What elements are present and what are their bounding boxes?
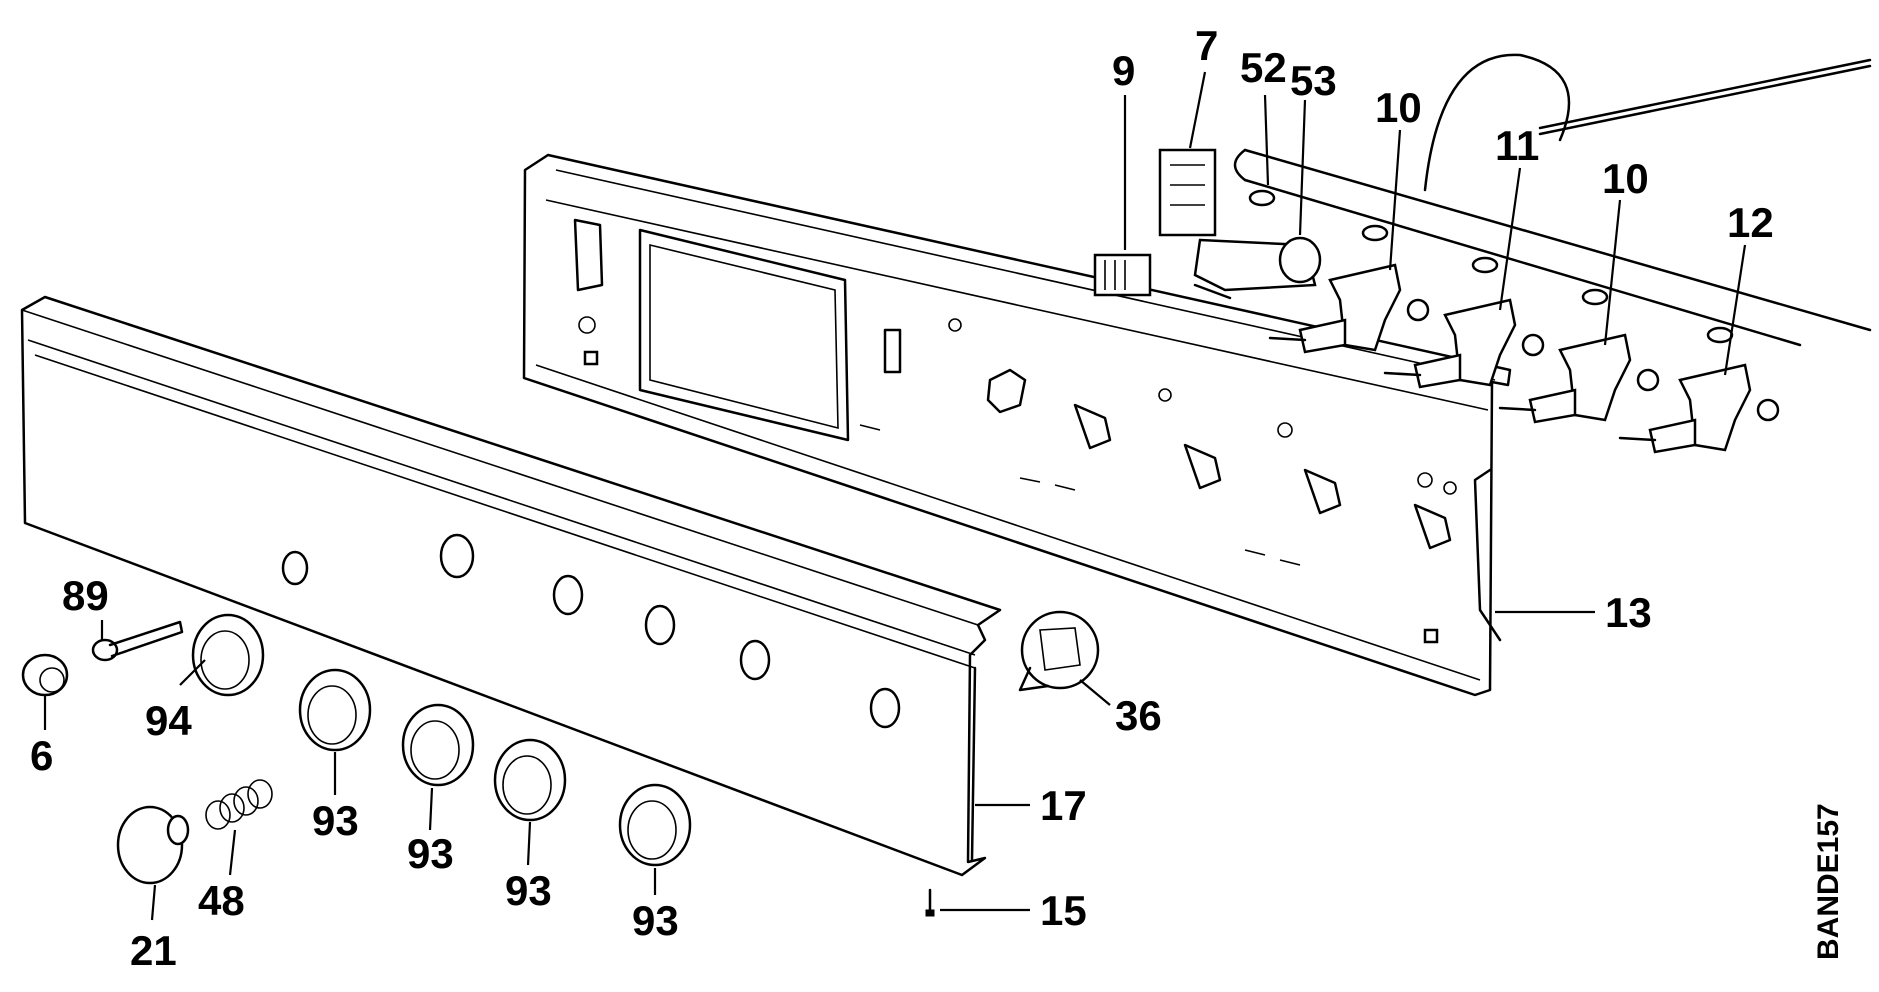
label-36: 36 xyxy=(1115,692,1162,739)
label-13: 13 xyxy=(1605,589,1652,636)
label-17: 17 xyxy=(1040,782,1087,829)
thermocouple-wire xyxy=(1423,53,1872,192)
label-94: 94 xyxy=(145,697,192,744)
gas-tap-10-right xyxy=(1498,333,1660,424)
gas-tap-12 xyxy=(1618,363,1780,454)
label-10-right: 10 xyxy=(1602,155,1649,202)
ignition-unit-52-53 xyxy=(1193,236,1322,300)
gas-tap-11 xyxy=(1383,298,1545,389)
bezel-93-d xyxy=(618,783,692,867)
screw-15 xyxy=(925,888,935,917)
gas-tap-10-left xyxy=(1268,263,1430,354)
label-9: 9 xyxy=(1112,47,1135,94)
label-89: 89 xyxy=(62,572,109,619)
rear-bracket-13 xyxy=(522,153,1512,697)
knob-6 xyxy=(21,653,69,697)
leader-lines xyxy=(43,71,1747,921)
label-53: 53 xyxy=(1290,57,1337,104)
label-48: 48 xyxy=(198,877,245,924)
label-93-d: 93 xyxy=(632,897,679,944)
bezel-93-c xyxy=(493,738,567,822)
bracket-36 xyxy=(1018,610,1100,692)
label-11: 11 xyxy=(1495,122,1539,169)
knob-21 xyxy=(116,805,190,885)
bezel-93-a xyxy=(298,668,372,752)
label-6: 6 xyxy=(30,732,53,779)
label-10-left: 10 xyxy=(1375,84,1422,131)
bezel-94 xyxy=(191,613,265,697)
front-panel-17 xyxy=(20,295,1002,877)
label-7: 7 xyxy=(1195,22,1218,69)
label-52: 52 xyxy=(1240,44,1287,91)
switch-9 xyxy=(1093,253,1152,297)
label-93-b: 93 xyxy=(407,830,454,877)
spring-48 xyxy=(205,779,273,830)
label-12: 12 xyxy=(1727,199,1774,246)
terminal-block-7 xyxy=(1158,148,1217,237)
label-15: 15 xyxy=(1040,887,1087,934)
label-21: 21 xyxy=(130,927,177,974)
label-93-a: 93 xyxy=(312,797,359,844)
gas-manifold xyxy=(1233,148,1872,347)
part-labels: 9 7 52 53 10 11 10 12 13 36 17 15 89 6 9… xyxy=(30,22,1774,974)
bezel-93-b xyxy=(401,703,475,787)
screw-89 xyxy=(91,620,184,662)
label-93-c: 93 xyxy=(505,867,552,914)
drawing-code: BANDE157 xyxy=(1812,803,1845,960)
